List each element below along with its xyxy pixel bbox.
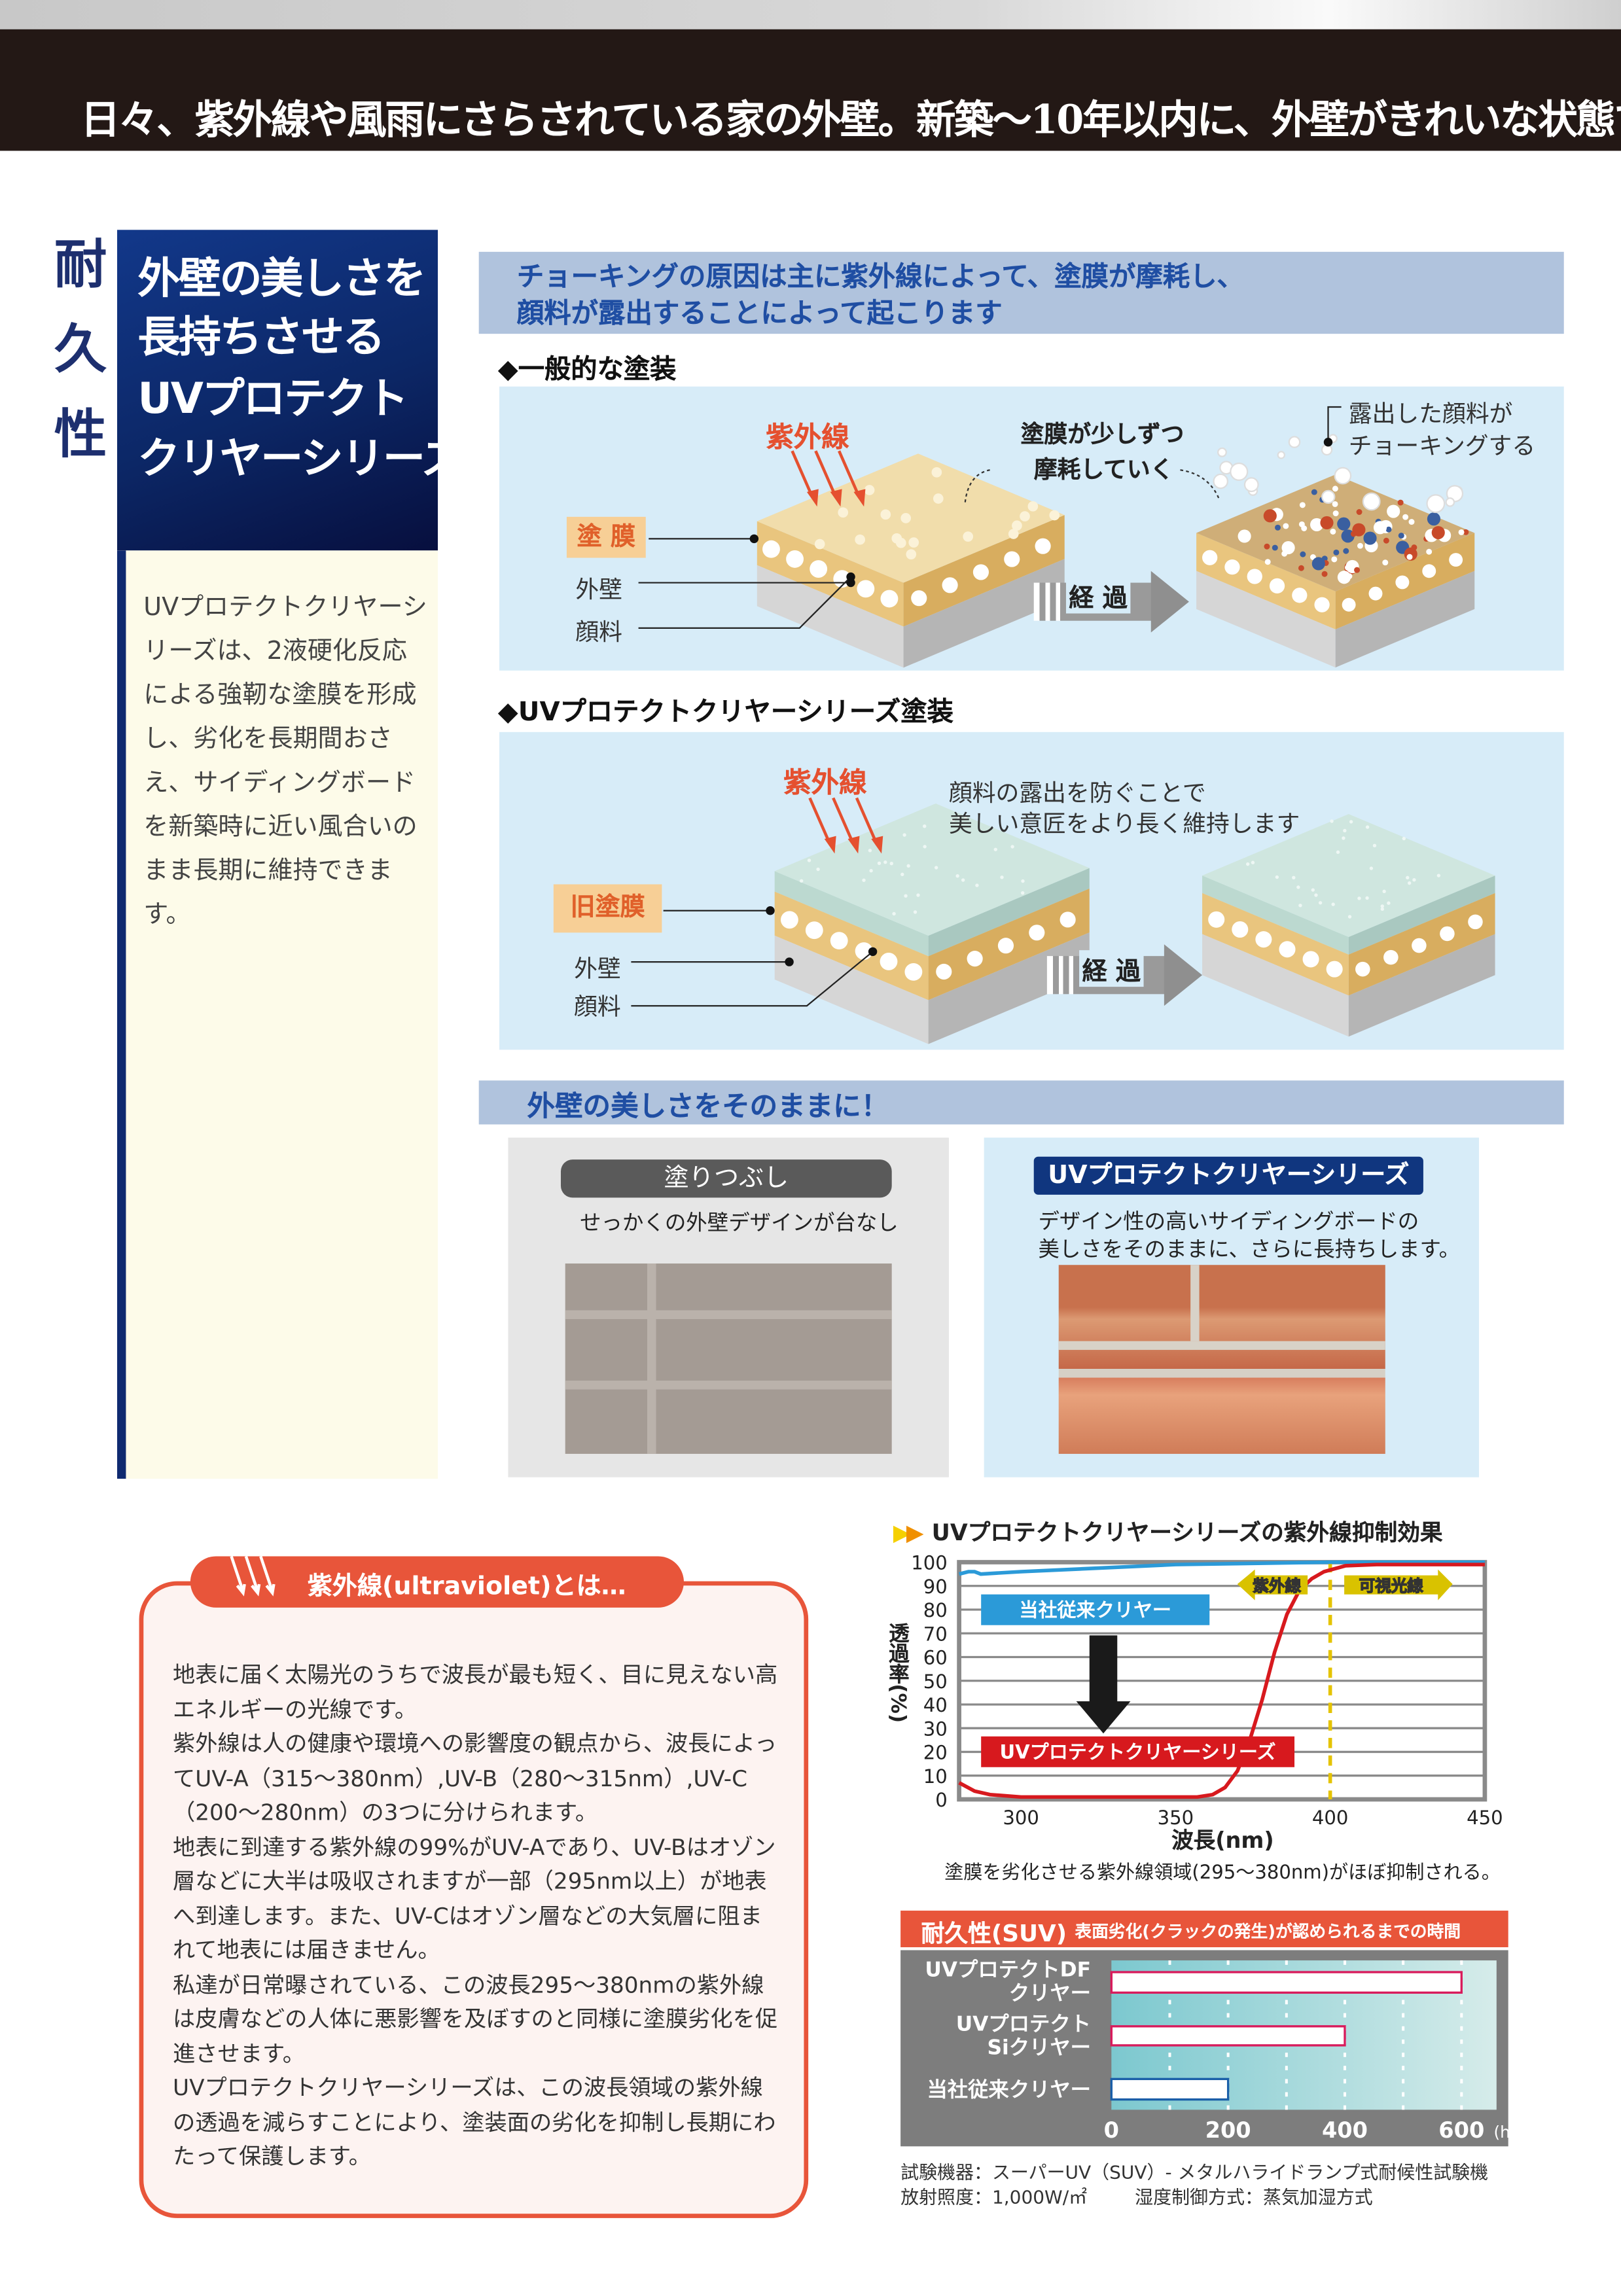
test-note: 試験機器：スーパーUV（SUV）- メタルハライドランプ式耐候性試験機 <box>900 2157 1488 2185</box>
category-label: Siクリヤー <box>987 2036 1091 2059</box>
category-label: UVプロテクト <box>956 2013 1091 2036</box>
x-tick-label: 200 <box>1205 2117 1251 2143</box>
bar-1 <box>1111 2026 1345 2045</box>
unit-label: (h) <box>1494 2123 1517 2142</box>
bar-0 <box>1111 1972 1461 1992</box>
test-note: 湿度制御方式：蒸気加湿方式 <box>1135 2181 1373 2210</box>
x-tick-label: 400 <box>1322 2117 1368 2143</box>
category-label: クリヤー <box>1009 1982 1091 2005</box>
test-note: 放射照度：1,000W/㎡ <box>900 2181 1087 2210</box>
x-tick-label: 600 <box>1438 2117 1484 2143</box>
category-label: 当社従来クリヤー <box>927 2078 1091 2102</box>
bar-2 <box>1111 2079 1228 2099</box>
x-tick-label: 0 <box>1104 2117 1119 2143</box>
category-label: UVプロテクトDF <box>925 1958 1091 1982</box>
